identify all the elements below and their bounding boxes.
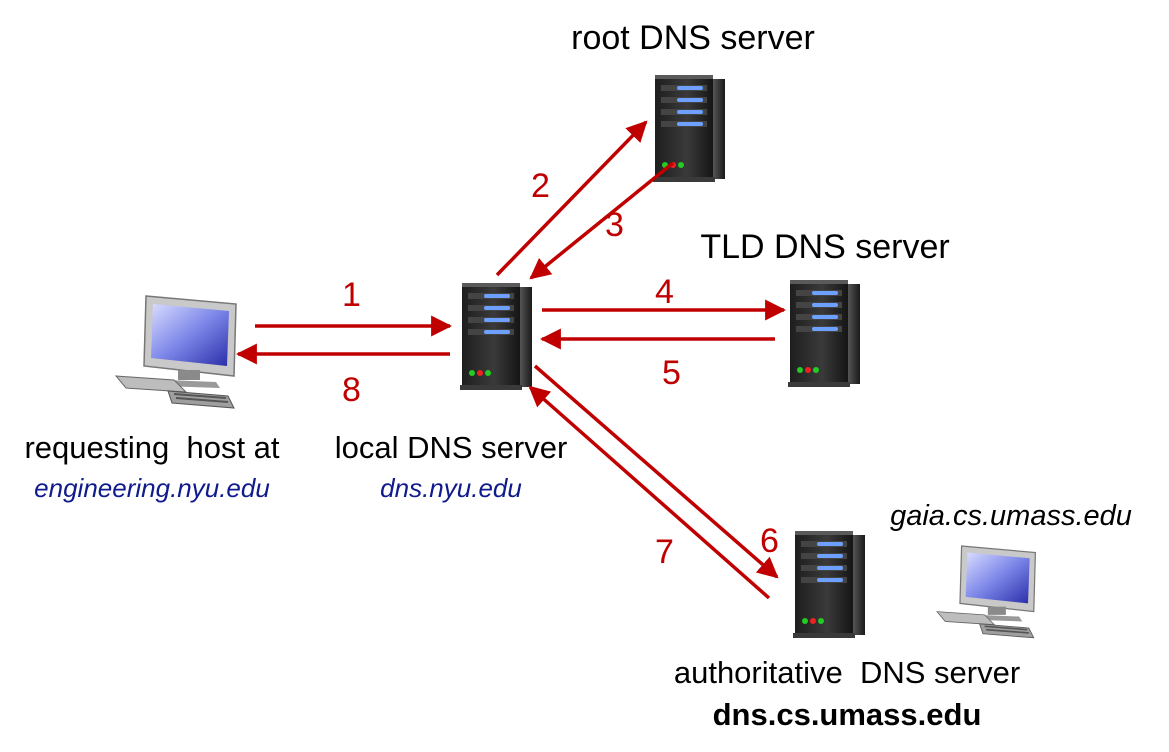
requesting-host-computer-icon <box>115 295 237 409</box>
arrow-step-2 <box>495 120 648 277</box>
step-8-number: 8 <box>342 371 361 409</box>
requesting-host-name: engineering.nyu.edu <box>34 473 270 503</box>
arrow-step-3 <box>529 161 675 280</box>
authoritative-server-label: authoritative DNS server <box>674 655 1020 690</box>
step-1-number: 1 <box>342 276 361 314</box>
root-server-label: root DNS server <box>571 19 815 57</box>
tld-server-label: TLD DNS server <box>700 228 949 266</box>
gaia-host-computer-icon <box>936 545 1037 639</box>
root-server-icon <box>653 75 725 182</box>
gaia-host-name: gaia.cs.umass.edu <box>890 500 1132 532</box>
authoritative-server-icon <box>793 531 865 638</box>
step-3-number: 3 <box>605 206 624 244</box>
step-5-number: 5 <box>662 354 681 392</box>
step-7-number: 7 <box>655 533 674 571</box>
local-server-host: dns.nyu.edu <box>380 473 522 503</box>
arrow-step-7 <box>528 385 771 600</box>
local-server-icon <box>460 283 532 390</box>
step-4-number: 4 <box>655 273 674 311</box>
local-server-label: local DNS server <box>335 430 568 465</box>
step-6-number: 6 <box>760 522 779 560</box>
arrow-step-6 <box>533 364 779 579</box>
step-2-number: 2 <box>531 167 550 205</box>
tld-server-icon <box>788 280 860 387</box>
requesting-host-label: requesting host at <box>24 430 279 465</box>
authoritative-server-host: dns.cs.umass.edu <box>713 697 982 732</box>
